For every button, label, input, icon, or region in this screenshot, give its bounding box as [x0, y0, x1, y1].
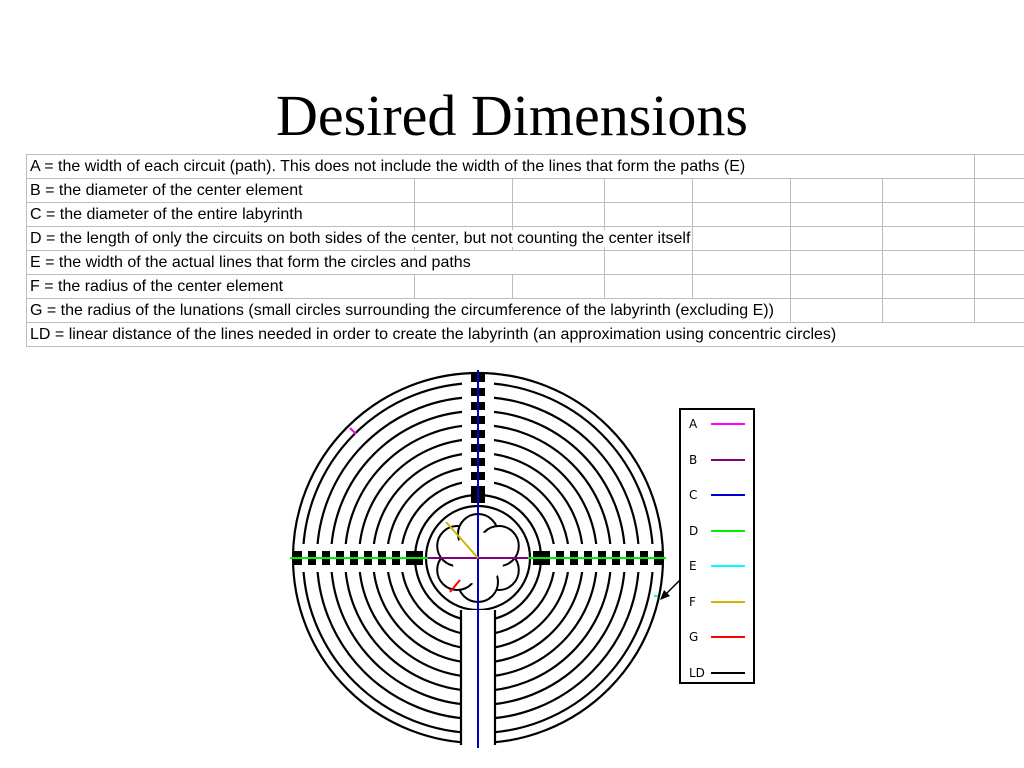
empty-cell — [790, 202, 883, 227]
empty-cell — [604, 202, 693, 227]
empty-cell — [692, 250, 791, 275]
legend-item: A — [681, 414, 757, 434]
empty-cell — [974, 250, 1024, 275]
definition-text: F = the radius of the center element — [30, 278, 286, 295]
legend-letter: LD — [689, 665, 705, 680]
legend-letter: A — [689, 417, 698, 431]
definition-row: B = the diameter of the center element — [26, 178, 1024, 203]
legend-letter: D — [689, 523, 699, 538]
empty-cell — [604, 178, 693, 203]
empty-cell — [512, 202, 605, 227]
empty-cell — [692, 202, 791, 227]
legend-letter: B — [689, 452, 698, 467]
empty-cell — [414, 202, 513, 227]
empty-cell — [881, 226, 976, 251]
empty-cell — [692, 226, 791, 251]
definition-cell: F = the radius of the center element — [26, 274, 415, 299]
legend-item: B — [681, 450, 757, 470]
definition-text: C = the diameter of the entire labyrinth — [30, 206, 305, 223]
empty-cell — [414, 274, 513, 299]
empty-cell — [790, 298, 883, 323]
legend-swatch-line — [711, 600, 745, 603]
legend-letter: G — [689, 630, 699, 644]
definition-cell: LD = linear distance of the lines needed… — [25, 322, 1024, 347]
legend-item: LD — [681, 663, 757, 683]
legend-swatch-line — [711, 636, 745, 638]
legend-letter: C — [689, 488, 698, 502]
legend-item: D — [681, 521, 757, 541]
empty-cell — [790, 250, 883, 275]
empty-cell — [604, 274, 693, 299]
definition-text: LD = linear distance of the lines needed… — [30, 326, 839, 343]
empty-cell — [604, 250, 693, 275]
definition-text: G = the radius of the lunations (small c… — [30, 302, 776, 319]
empty-cell — [692, 274, 791, 299]
empty-cell — [974, 178, 1024, 203]
legend-swatch-line — [711, 671, 745, 674]
empty-cell — [414, 178, 513, 203]
page-title: Desired Dimensions — [276, 83, 748, 148]
legend: A B C D E F G LD — [679, 408, 755, 684]
definition-row: D = the length of only the circuits on b… — [26, 226, 1024, 251]
empty-cell — [881, 250, 976, 275]
dimensions-table: A = the width of each circuit (path). Th… — [25, 154, 1024, 347]
dimension-f-line — [445, 521, 479, 559]
empty-cell — [974, 154, 1024, 179]
definition-row: A = the width of each circuit (path). Th… — [25, 154, 1024, 179]
legend-swatch-line — [711, 494, 745, 496]
empty-cell — [692, 178, 791, 203]
empty-cell — [974, 202, 1024, 227]
definition-cell: A = the width of each circuit (path). Th… — [25, 154, 976, 179]
legend-swatch-line — [711, 458, 745, 461]
empty-cell — [512, 274, 605, 299]
legend-item: E — [681, 556, 757, 576]
legend-item: G — [681, 627, 757, 647]
definition-text: D = the length of only the circuits on b… — [30, 230, 693, 247]
labyrinth-diagram — [290, 370, 666, 748]
definition-cell: D = the length of only the circuits on b… — [26, 226, 693, 251]
legend-swatch-line — [711, 565, 745, 567]
definition-row: C = the diameter of the entire labyrinth — [26, 202, 1024, 227]
empty-cell — [512, 178, 605, 203]
legend-swatch-line — [711, 423, 745, 425]
definition-row: G = the radius of the lunations (small c… — [26, 298, 1024, 323]
legend-letter: F — [689, 594, 696, 609]
legend-item: F — [681, 592, 757, 612]
definition-text: B = the diameter of the center element — [30, 182, 305, 199]
empty-cell — [790, 226, 883, 251]
dimension-markers — [290, 370, 666, 748]
definition-row: E = the width of the actual lines that f… — [26, 250, 1024, 275]
empty-cell — [974, 298, 1024, 323]
empty-cell — [790, 274, 883, 299]
empty-cell — [881, 178, 976, 203]
definition-row: LD = linear distance of the lines needed… — [25, 322, 1024, 347]
legend-swatch-line — [711, 529, 745, 532]
empty-cell — [881, 298, 976, 323]
dimension-g-line — [449, 579, 461, 593]
definition-row: F = the radius of the center element — [26, 274, 1024, 299]
empty-cell — [974, 226, 1024, 251]
empty-cell — [974, 274, 1024, 299]
legend-item: C — [681, 485, 757, 505]
definition-text: E = the width of the actual lines that f… — [30, 254, 473, 271]
empty-cell — [881, 274, 976, 299]
definition-cell: G = the radius of the lunations (small c… — [26, 298, 791, 323]
definition-cell: E = the width of the actual lines that f… — [26, 250, 605, 275]
definition-cell: C = the diameter of the entire labyrinth — [26, 202, 415, 227]
definition-cell: B = the diameter of the center element — [26, 178, 415, 203]
legend-letter: E — [689, 559, 697, 573]
empty-cell — [881, 202, 976, 227]
definition-text: A = the width of each circuit (path). Th… — [30, 158, 748, 175]
dimension-a-line — [349, 427, 357, 435]
empty-cell — [790, 178, 883, 203]
